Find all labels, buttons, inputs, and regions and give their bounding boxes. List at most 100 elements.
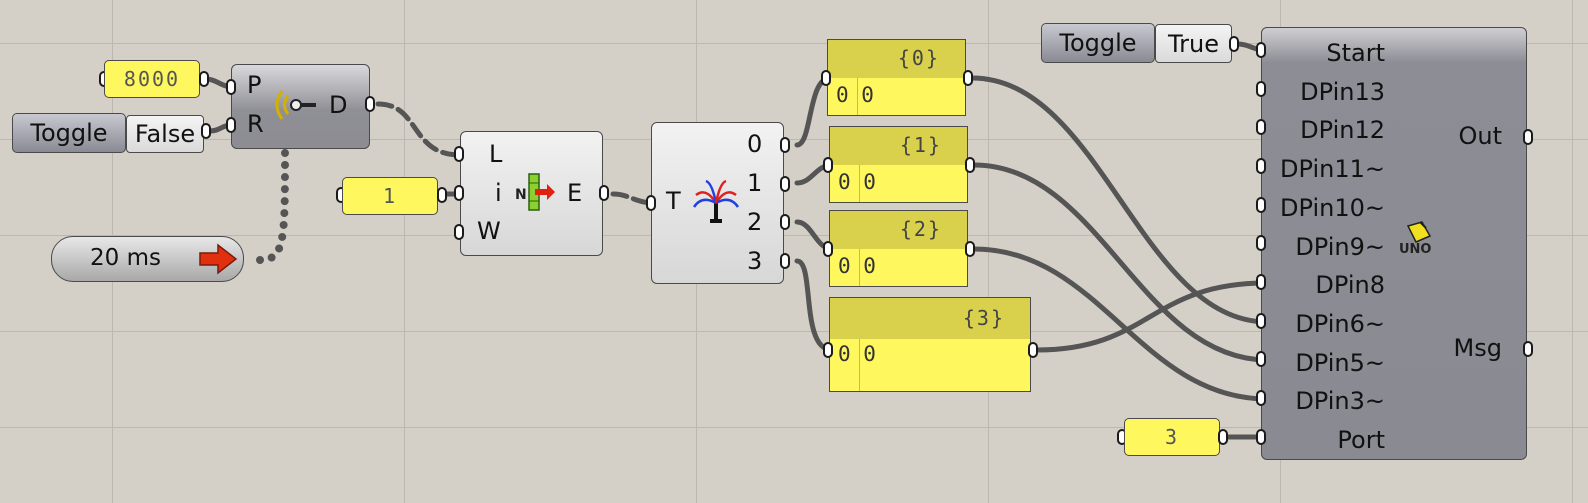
panel-0-output-grip[interactable] (963, 70, 973, 86)
input-l-label: L (489, 140, 503, 168)
udp-receive-component[interactable]: P R D (231, 64, 370, 149)
output-d-grip[interactable] (365, 96, 375, 112)
number-slider-1[interactable]: 1 (342, 177, 438, 215)
timer-component[interactable]: 20 ms (51, 236, 244, 282)
toggle-button[interactable]: Toggle (1041, 23, 1155, 63)
input-dpin3-grip[interactable] (1256, 390, 1266, 406)
slider-value: 8000 (123, 67, 181, 91)
output-e-label: E (567, 179, 583, 207)
slider-3-output-grip[interactable] (1218, 429, 1228, 445)
input-dpin13-grip[interactable] (1256, 81, 1266, 97)
panel-value: 0 0 (836, 83, 874, 107)
input-dpin3-label: DPin3~ (1295, 387, 1385, 416)
toggle-value-label: True (1168, 29, 1219, 58)
list-item-icon: N (515, 173, 555, 211)
output-1-grip[interactable] (780, 176, 790, 192)
input-start-grip[interactable] (1256, 42, 1266, 58)
panel-divider (859, 165, 860, 202)
panel-1-output-grip[interactable] (965, 157, 975, 173)
input-r-label: R (247, 110, 264, 138)
input-w-label: W (477, 217, 501, 245)
timer-interval: 20 ms (90, 245, 161, 271)
wire-out0-to-panel0 (794, 75, 833, 148)
output-msg-label: Msg (1453, 334, 1502, 362)
slider-1-output-grip[interactable] (437, 187, 447, 203)
slider-value: 3 (1164, 425, 1180, 449)
input-dpin12-grip[interactable] (1256, 119, 1266, 135)
output-2-grip[interactable] (780, 214, 790, 230)
panel-header (830, 298, 1030, 339)
input-dpin9-grip[interactable] (1256, 235, 1266, 251)
input-dpin10-grip[interactable] (1256, 197, 1266, 213)
input-dpin5-label: DPin5~ (1295, 348, 1385, 377)
toggle-output-grip[interactable] (201, 123, 211, 139)
toggle-value-false[interactable]: False (126, 115, 204, 153)
toggle-value-true[interactable]: True (1155, 24, 1232, 63)
arrow-right-icon (199, 243, 238, 275)
panel-2-output-grip[interactable] (965, 241, 975, 257)
input-dpin8-label: DPin8 (1315, 271, 1385, 300)
panel-value: 0 0 (838, 342, 876, 366)
input-dpin8-grip[interactable] (1256, 274, 1266, 290)
input-dpin12-label: DPin12 (1300, 116, 1385, 145)
input-dpin6-label: DPin6~ (1295, 309, 1385, 338)
panel-1[interactable]: {1} 0 0 (829, 126, 968, 203)
number-slider-8000[interactable]: 8000 (104, 60, 200, 98)
input-dpin11-label: DPin11~ (1280, 155, 1385, 184)
input-dpin9-label: DPin9~ (1295, 232, 1385, 261)
input-port-grip[interactable] (1256, 429, 1266, 445)
input-dpin5-grip[interactable] (1256, 351, 1266, 367)
panel-3[interactable]: {3} 0 0 (829, 297, 1031, 392)
toggle-value-label: False (134, 120, 196, 148)
output-e-grip[interactable] (599, 185, 609, 201)
output-out-grip[interactable] (1523, 129, 1533, 145)
panel-2-input-grip[interactable] (823, 241, 833, 257)
output-out-label: Out (1458, 122, 1502, 150)
list-item-component[interactable]: L i W E N (460, 131, 603, 256)
toggle-label: Toggle (30, 119, 108, 147)
panel-0-input-grip[interactable] (821, 70, 831, 86)
panel-2[interactable]: {2} 0 0 (829, 210, 968, 287)
panel-3-input-grip[interactable] (823, 342, 833, 358)
panel-header (830, 127, 967, 165)
wire-e-to-t (610, 191, 658, 206)
toggle-button[interactable]: Toggle (12, 113, 126, 153)
input-dpin11-grip[interactable] (1256, 158, 1266, 174)
panel-3-output-grip[interactable] (1028, 342, 1038, 358)
input-dpin13-label: DPin13 (1300, 77, 1385, 106)
input-t-label: T (666, 187, 681, 215)
wire-panel3-to-dpin8 (1034, 280, 1269, 353)
number-slider-3[interactable]: 3 (1124, 418, 1220, 456)
output-d-label: D (329, 91, 348, 119)
slider-8000-output-grip[interactable] (199, 71, 209, 87)
tree-explode-icon (692, 179, 740, 223)
output-0-grip[interactable] (780, 137, 790, 153)
wire-d-to-l (375, 101, 463, 158)
panel-divider (857, 78, 858, 115)
panel-value: 0 0 (838, 170, 876, 194)
arduino-uno-component[interactable]: Start DPin13 DPin12 DPin11~ DPin10~ DPin… (1261, 27, 1527, 460)
toggle-label: Toggle (1059, 29, 1137, 57)
output-3-grip[interactable] (780, 253, 790, 269)
input-l-grip[interactable] (454, 146, 464, 162)
panel-divider (859, 339, 860, 391)
panel-title: {1} (899, 133, 942, 157)
input-dpin6-grip[interactable] (1256, 313, 1266, 329)
explode-tree-component[interactable]: T 0 1 2 3 (651, 122, 784, 284)
input-p-grip[interactable] (226, 79, 236, 95)
panel-title: {2} (899, 217, 942, 241)
input-i-label: i (495, 179, 502, 207)
panel-0[interactable]: {0} 0 0 (827, 39, 966, 116)
input-t-grip[interactable] (646, 195, 656, 211)
input-port-label: Port (1337, 426, 1385, 455)
input-r-grip[interactable] (226, 117, 236, 133)
wire-out3-to-panel3 (794, 258, 835, 353)
input-dpin10-label: DPin10~ (1280, 193, 1385, 222)
toggle-output-grip[interactable] (1229, 36, 1239, 52)
input-w-grip[interactable] (454, 224, 464, 240)
wire-panel2-to-dpin3 (971, 246, 1269, 402)
input-i-grip[interactable] (454, 185, 464, 201)
output-msg-grip[interactable] (1523, 341, 1533, 357)
panel-1-input-grip[interactable] (823, 157, 833, 173)
panel-divider (859, 249, 860, 286)
